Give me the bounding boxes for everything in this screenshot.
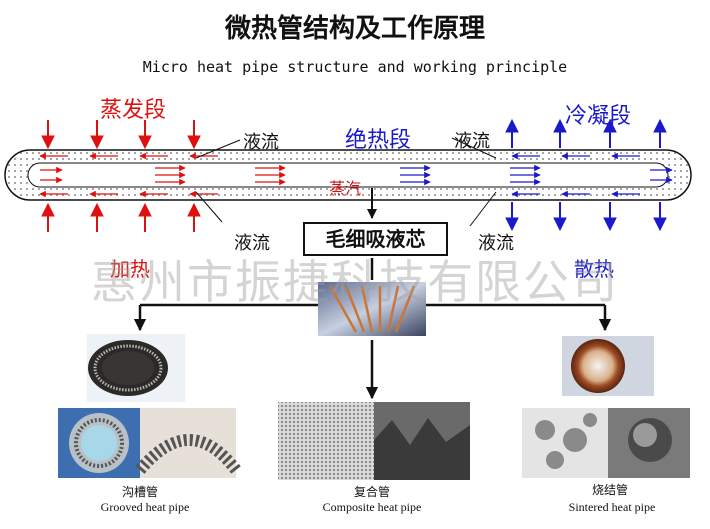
leader-lines — [195, 137, 497, 227]
liquid-flow-label: 液流 — [478, 233, 514, 254]
liquid-flow-label: 液流 — [454, 131, 490, 152]
wick-pipes-photo — [318, 282, 426, 336]
liquid-return-arrows — [39, 152, 640, 198]
composite-pipe-photos — [278, 402, 470, 480]
heat-pipe-body — [4, 149, 692, 201]
cooling-label: 散热 — [574, 257, 614, 281]
capillary-wick-label: 毛细吸液芯 — [303, 222, 448, 256]
diagram-title-cn: 微热管结构及工作原理 — [224, 14, 485, 44]
liquid-flow-label: 液流 — [243, 132, 279, 153]
vapor-flow-arrows — [40, 164, 673, 186]
grooved-pipe-caption-cn: 沟槽管 — [121, 485, 158, 499]
sintered-pipe-photos — [522, 336, 690, 478]
sintered-pipe-caption-cn: 烧结管 — [591, 483, 628, 497]
liquid-flow-label: 液流 — [234, 233, 270, 254]
sintered-pipe-caption-en: Sintered heat pipe — [568, 500, 656, 514]
composite-pipe-caption-cn: 复合管 — [353, 485, 390, 499]
heating-label: 加热 — [110, 257, 150, 281]
heat-input-arrows — [41, 120, 201, 232]
adiabatic-section-label: 绝热段 — [345, 128, 412, 153]
evaporator-section-label: 蒸发段 — [100, 98, 167, 123]
diagram-title-en: Micro heat pipe structure and working pr… — [142, 58, 568, 76]
company-watermark: 惠州市振捷科技有限公司 — [91, 255, 619, 309]
condenser-section-label: 冷凝段 — [565, 104, 632, 129]
vapor-label: 蒸汽 — [329, 179, 362, 198]
grooved-pipe-caption-en: Grooved heat pipe — [100, 500, 190, 514]
grooved-pipe-photos — [58, 334, 241, 478]
composite-pipe-caption-en: Composite heat pipe — [322, 500, 422, 514]
heat-output-arrows — [505, 118, 667, 232]
distribution-arrows — [133, 258, 612, 400]
